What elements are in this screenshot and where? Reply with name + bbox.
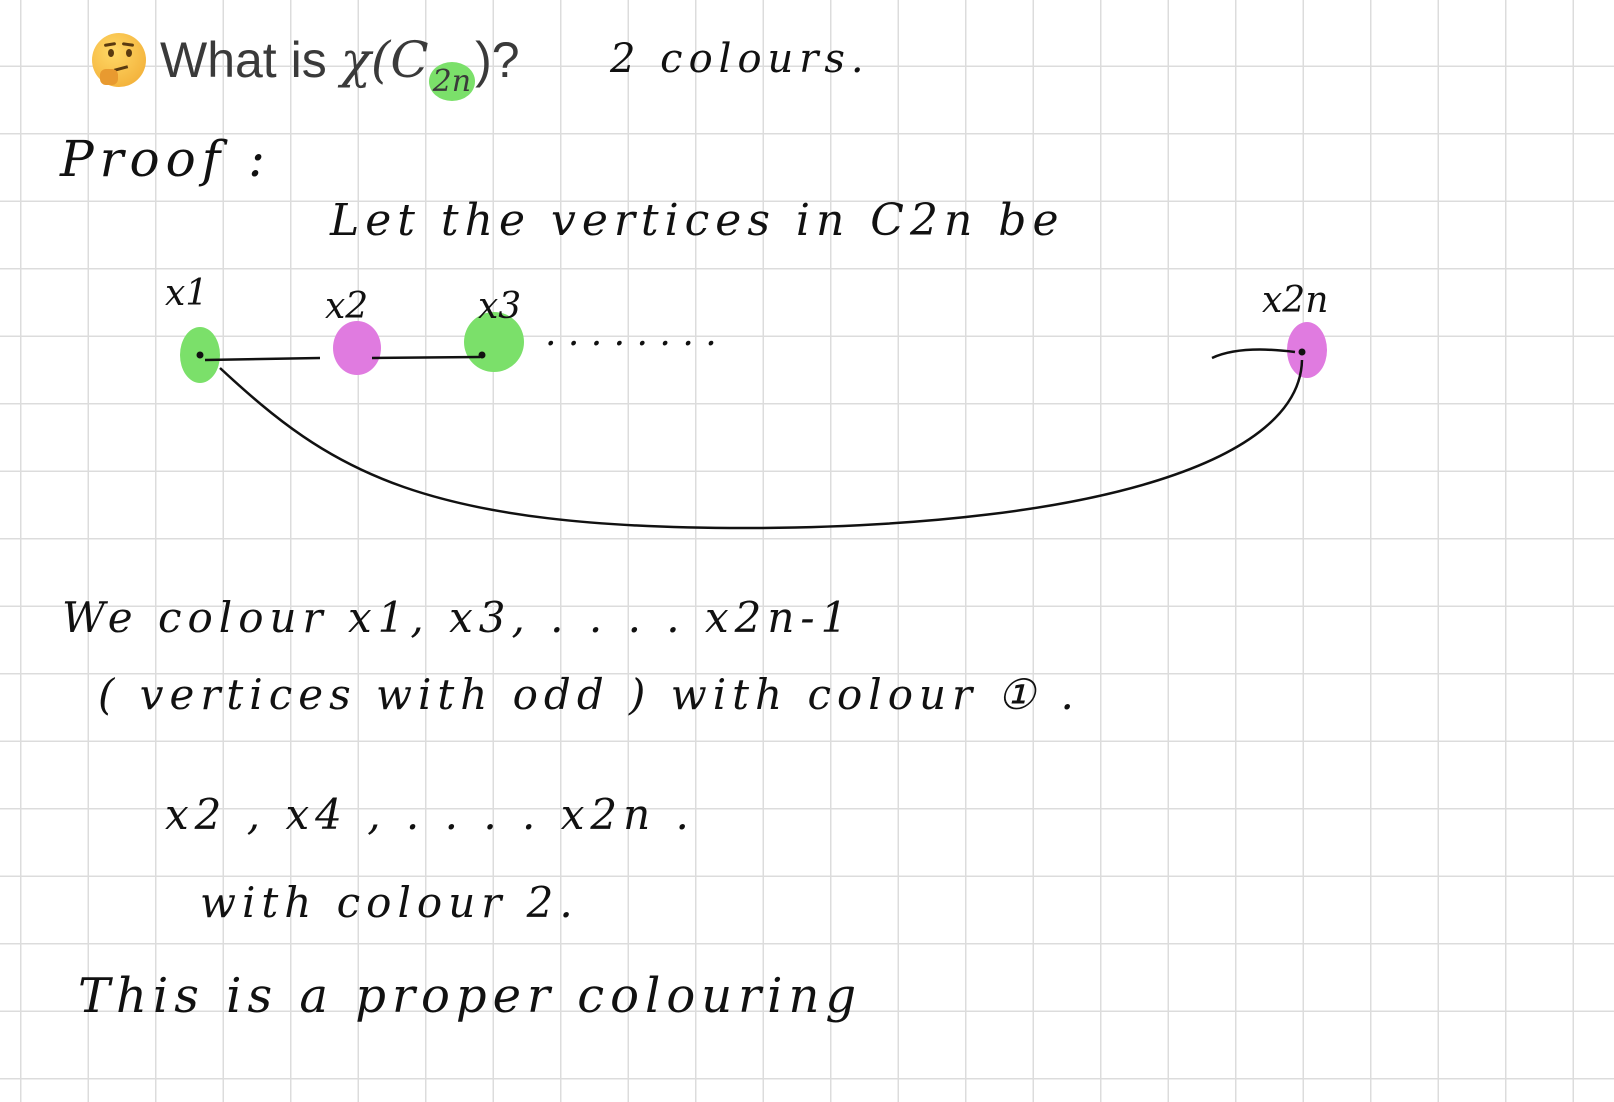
question-subscript: 2n [428, 62, 476, 101]
edge-x1-x2 [204, 356, 321, 362]
thinking-face-icon [92, 33, 146, 87]
let-line: Let the vertices in C2n be [330, 195, 1065, 246]
answer-text: 2 colours. [610, 36, 870, 82]
conclusion-line: This is a proper colouring [78, 968, 863, 1024]
question-suffix: )? [475, 32, 520, 88]
vertex-x2n-dot [1298, 348, 1306, 356]
odd-vertices-line: ( vertices with odd ) with colour ① . [98, 670, 1080, 719]
proof-label: Proof : [60, 130, 271, 188]
vertex-label-x2: x2 [325, 286, 368, 327]
vertex-label-x2n: x2n [1262, 280, 1328, 321]
edge-x2-x3 [371, 355, 481, 360]
vertex-x2-highlight [333, 321, 381, 375]
with-colour-2-line: with colour 2. [200, 878, 579, 927]
edge-into-x2n [1211, 348, 1296, 360]
vertex-x3-dot [478, 351, 486, 359]
vertex-label-x3: x3 [478, 286, 521, 327]
question-chi: χ(C [340, 31, 429, 89]
even-vertices-line: x2 , x4 , . . . . x2n . [165, 790, 695, 839]
vertex-label-x1: x1 [165, 273, 208, 314]
vertex-x2n-highlight [1287, 322, 1327, 378]
question-prefix: What is [160, 32, 341, 88]
vertex-x1-dot [196, 351, 204, 359]
we-colour-line: We colour x1, x3, . . . . x2n-1 [62, 593, 854, 642]
vertex-ellipsis: . . . . . . . . [545, 313, 717, 354]
edge-x2n-x1 [219, 359, 1304, 530]
